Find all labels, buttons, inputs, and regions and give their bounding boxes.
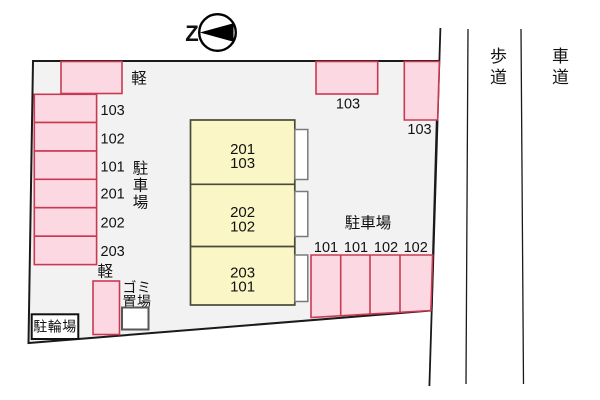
balcony — [294, 254, 309, 303]
stall-label: 102 — [101, 132, 125, 148]
room-label-upper: 201 — [230, 141, 255, 158]
room-label-lower: 103 — [230, 155, 255, 172]
room-label-lower: 101 — [230, 279, 255, 296]
balcony — [294, 128, 309, 181]
stall-label: 202 — [101, 216, 125, 232]
balcony — [294, 190, 309, 238]
north-arrow-icon — [199, 23, 234, 42]
stall-label: 103 — [407, 122, 431, 138]
parking-stall-north-middle — [315, 60, 379, 95]
bicycle-parking-label: 駐輪場 — [33, 319, 77, 335]
sidewalk-line — [465, 28, 469, 385]
parking-stall — [33, 178, 98, 209]
stall-label: 203 — [101, 244, 125, 260]
room-label-upper: 203 — [230, 265, 255, 282]
stall-label: 101 — [101, 160, 125, 176]
stall-label: 101 — [314, 240, 338, 256]
parking-stall — [33, 150, 98, 181]
room-label-upper: 202 — [230, 204, 255, 221]
parking-stall-north-right — [403, 60, 441, 121]
south-parking-area-label: 駐車場 — [345, 214, 392, 232]
parking-stall — [33, 121, 98, 152]
parking-stall-row — [310, 254, 434, 319]
west-parking-area-label: 駐車場 — [131, 160, 149, 211]
garbage-area-label: ゴミ — [123, 280, 152, 296]
stall-label: 101 — [344, 240, 368, 256]
north-compass: Z — [185, 13, 237, 52]
stall-label: 102 — [404, 240, 428, 256]
bicycle-parking-box — [30, 313, 80, 340]
parking-stall — [33, 93, 98, 124]
garbage-area-label: 置場 — [123, 294, 152, 310]
sidewalk-label: 歩道 — [487, 47, 507, 89]
stall-label: 103 — [336, 97, 360, 113]
parking-stall — [33, 235, 98, 266]
stall-label: 103 — [101, 103, 125, 119]
building — [189, 119, 296, 306]
roadway-label: 車道 — [549, 47, 569, 89]
kei-stall-label-top: 軽 — [131, 70, 147, 88]
parking-stall-kei-lower — [92, 280, 121, 336]
garbage-box — [121, 306, 150, 331]
roadway-line — [520, 28, 525, 385]
north-mark-label: Z — [185, 21, 198, 46]
parking-stall — [33, 206, 98, 237]
room-label-lower: 102 — [230, 218, 255, 235]
parking-stall-kei-top — [60, 60, 123, 95]
stall-label: 201 — [101, 187, 125, 203]
kei-stall-label-lower: 軽 — [98, 263, 114, 281]
stall-label: 102 — [374, 240, 398, 256]
